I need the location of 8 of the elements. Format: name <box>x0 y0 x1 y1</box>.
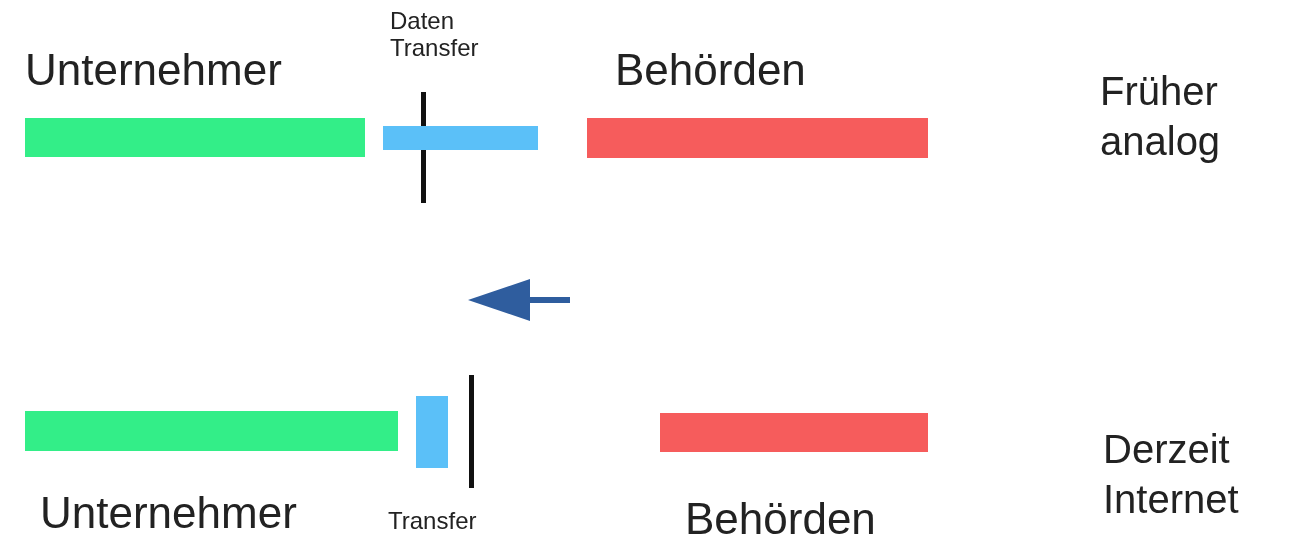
bar-label: Daten Transfer <box>390 8 480 62</box>
bar-label: Transfer <box>388 508 477 535</box>
bar-label: Behörden <box>615 45 806 95</box>
row-label: Früher analog <box>1100 68 1222 165</box>
row-label: Derzeit Internet <box>1103 426 1240 523</box>
bar-label: Unternehmer <box>40 488 297 538</box>
bar-label: Behörden <box>685 494 876 544</box>
bar-label: Unternehmer <box>25 45 282 95</box>
